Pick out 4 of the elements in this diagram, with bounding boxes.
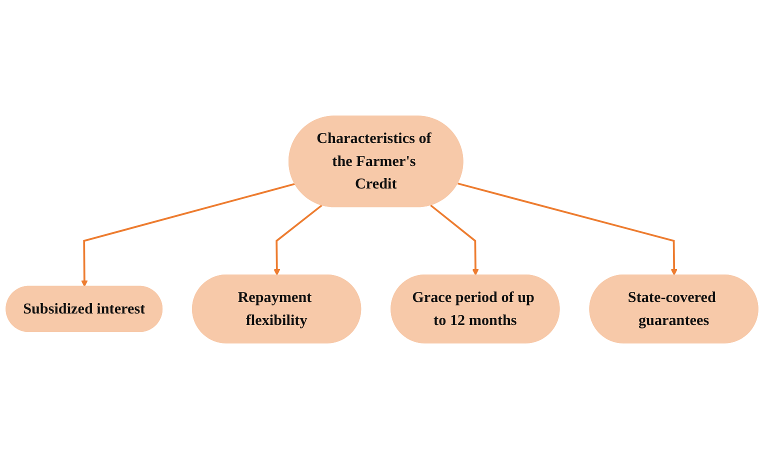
arrow (457, 182, 678, 276)
arrow (430, 204, 479, 276)
arrow (274, 204, 322, 276)
arrow (81, 182, 296, 287)
